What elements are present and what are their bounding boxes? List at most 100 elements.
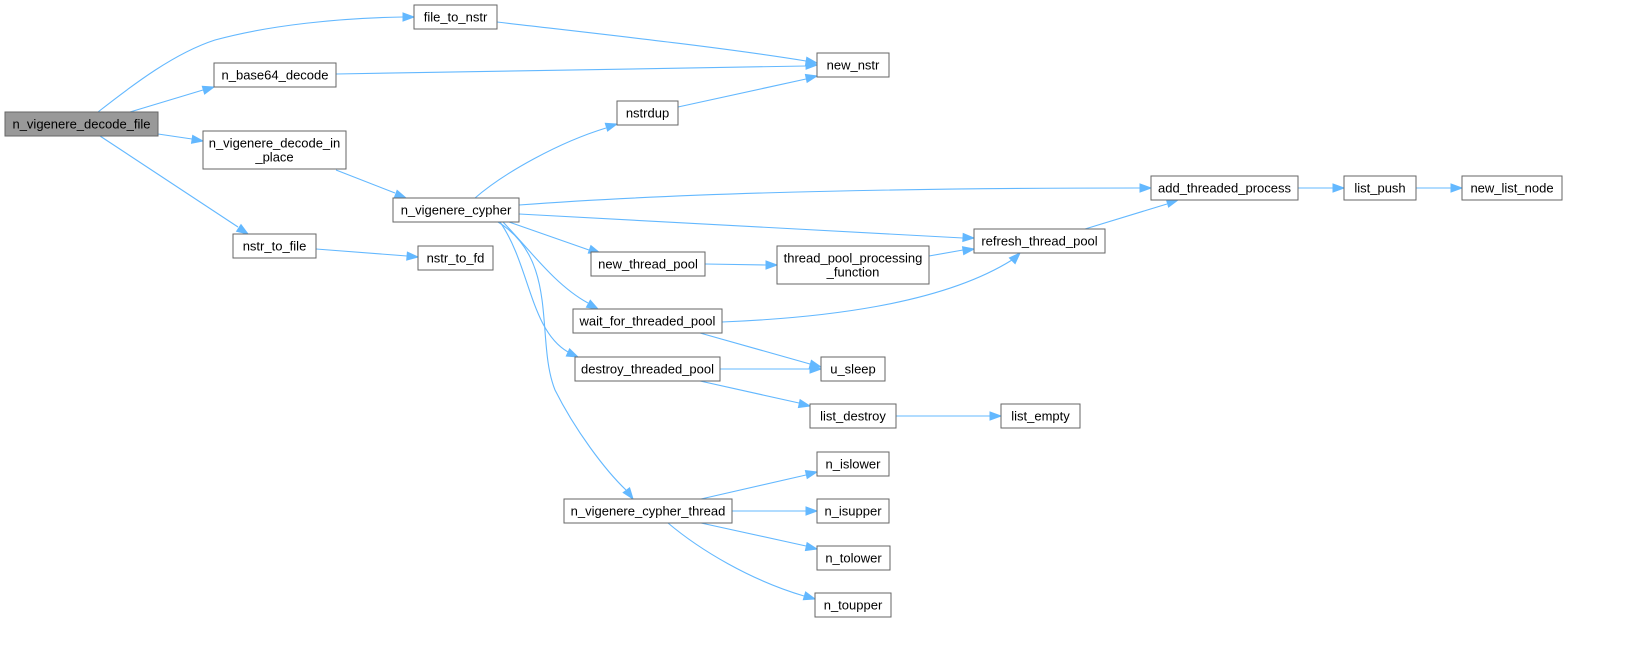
edge-n-vigenere-cypher-to-add-threaded-process: [518, 183, 1153, 206]
node-label: n_base64_decode: [222, 68, 329, 83]
node-n-vigenere-decode-in-place[interactable]: n_vigenere_decode_in_place: [202, 130, 347, 170]
node-box[interactable]: [816, 498, 890, 524]
node-wait-for-threaded-pool[interactable]: wait_for_threaded_pool: [572, 308, 723, 334]
node-box[interactable]: [776, 245, 930, 285]
node-box[interactable]: [574, 356, 721, 382]
node-box[interactable]: [590, 251, 706, 277]
arrowhead: [809, 364, 823, 374]
node-u-sleep[interactable]: u_sleep: [820, 356, 886, 382]
node-destroy-threaded-pool[interactable]: destroy_threaded_pool: [574, 356, 721, 382]
node-label: list_empty: [1011, 409, 1070, 424]
edge-destroy-threaded-pool-to-u-sleep: [720, 364, 823, 374]
node-n-islower[interactable]: n_islower: [816, 451, 890, 477]
node-thread-pool-processing-function[interactable]: thread_pool_processing_function: [776, 245, 930, 285]
node-refresh-thread-pool[interactable]: refresh_thread_pool: [973, 228, 1106, 254]
node-label: wait_for_threaded_pool: [579, 314, 716, 329]
edge-n-vigenere-cypher-thread-to-n-toupper: [667, 522, 817, 601]
node-n-vigenere-cypher[interactable]: n_vigenere_cypher: [392, 197, 520, 223]
arrowhead: [1450, 183, 1464, 193]
edges-layer: [97, 12, 1464, 601]
node-box[interactable]: [809, 403, 897, 429]
node-label: n_isupper: [824, 504, 882, 519]
node-box[interactable]: [202, 130, 347, 170]
node-label: u_sleep: [830, 362, 876, 377]
node-label: nstr_to_file: [243, 239, 307, 254]
edge-n-vigenere-cypher-thread-to-n-islower: [700, 470, 819, 500]
node-box[interactable]: [814, 592, 892, 618]
arrowhead: [565, 347, 580, 358]
node-n-vigenere-decode-file[interactable]: n_vigenere_decode_file: [4, 111, 159, 137]
arrowhead: [962, 232, 976, 243]
arrowhead: [406, 251, 420, 261]
node-box[interactable]: [616, 100, 679, 126]
node-add-threaded-process[interactable]: add_threaded_process: [1150, 175, 1299, 201]
arrowhead: [961, 246, 976, 256]
node-new-nstr[interactable]: new_nstr: [816, 52, 890, 78]
node-n-base64-decode[interactable]: n_base64_decode: [213, 62, 337, 88]
edge-n-vigenere-cypher-to-nstrdup: [474, 122, 619, 199]
node-nstrdup[interactable]: nstrdup: [616, 100, 679, 126]
node-label: _place: [254, 150, 293, 165]
node-box[interactable]: [1461, 175, 1563, 201]
edge-add-threaded-process-to-list-push: [1298, 183, 1346, 193]
node-box[interactable]: [572, 308, 723, 334]
node-box[interactable]: [417, 245, 494, 271]
node-box[interactable]: [973, 228, 1106, 254]
node-list-empty[interactable]: list_empty: [1000, 403, 1081, 429]
node-box[interactable]: [1150, 175, 1299, 201]
node-list-destroy[interactable]: list_destroy: [809, 403, 897, 429]
node-new-list-node[interactable]: new_list_node: [1461, 175, 1563, 201]
node-file-to-nstr[interactable]: file_to_nstr: [413, 4, 498, 30]
node-box[interactable]: [413, 4, 498, 30]
node-box[interactable]: [1000, 403, 1081, 429]
node-box[interactable]: [820, 356, 886, 382]
node-box[interactable]: [232, 233, 317, 259]
edge-new-thread-pool-to-thread-pool-processing-function: [704, 260, 779, 270]
node-nstr-to-file[interactable]: nstr_to_file: [232, 233, 317, 259]
node-label: n_vigenere_decode_file: [12, 117, 150, 132]
node-new-thread-pool[interactable]: new_thread_pool: [590, 251, 706, 277]
arrowhead: [804, 541, 819, 552]
node-box[interactable]: [816, 451, 890, 477]
node-n-tolower[interactable]: n_tolower: [816, 545, 891, 571]
node-label: new_thread_pool: [598, 257, 698, 272]
arrowhead: [190, 134, 205, 144]
node-box[interactable]: [563, 498, 733, 524]
arrowhead: [802, 591, 817, 601]
node-label: list_destroy: [820, 409, 886, 424]
node-nstr-to-fd[interactable]: nstr_to_fd: [417, 245, 494, 271]
arrowhead: [604, 122, 619, 132]
node-n-toupper[interactable]: n_toupper: [814, 592, 892, 618]
edge-nstr-to-file-to-nstr-to-fd: [315, 248, 420, 261]
arrowhead: [585, 299, 600, 310]
node-label: nstrdup: [626, 106, 669, 121]
node-label: destroy_threaded_pool: [581, 362, 714, 377]
node-label: n_toupper: [824, 598, 883, 613]
edge-n-vigenere-decode-file-to-n-base64-decode: [129, 85, 216, 113]
arrowhead: [804, 73, 819, 84]
node-n-isupper[interactable]: n_isupper: [816, 498, 890, 524]
edge-nstrdup-to-new-nstr: [677, 73, 819, 108]
node-label: nstr_to_fd: [427, 251, 485, 266]
arrowhead: [805, 506, 819, 516]
arrowhead: [1008, 251, 1022, 265]
arrowhead: [1332, 183, 1346, 193]
node-list-push[interactable]: list_push: [1343, 175, 1417, 201]
arrowhead: [805, 60, 819, 70]
arrowhead: [804, 470, 819, 480]
node-box[interactable]: [213, 62, 337, 88]
node-box[interactable]: [392, 197, 520, 223]
arrowhead: [402, 12, 416, 22]
edge-n-vigenere-cypher-thread-to-n-tolower: [700, 522, 819, 552]
edge-n-vigenere-decode-file-to-nstr-to-file: [99, 135, 250, 235]
node-label: _function: [826, 265, 880, 280]
node-label: n_vigenere_cypher_thread: [571, 504, 726, 519]
node-box[interactable]: [1343, 175, 1417, 201]
arrowhead: [201, 85, 216, 95]
node-box[interactable]: [816, 545, 891, 571]
node-n-vigenere-cypher-thread[interactable]: n_vigenere_cypher_thread: [563, 498, 733, 524]
edge-n-vigenere-cypher-to-n-vigenere-cypher-thread: [497, 221, 634, 501]
node-box[interactable]: [816, 52, 890, 78]
edge-refresh-thread-pool-to-add-threaded-process: [1084, 198, 1180, 230]
node-box[interactable]: [4, 111, 159, 137]
